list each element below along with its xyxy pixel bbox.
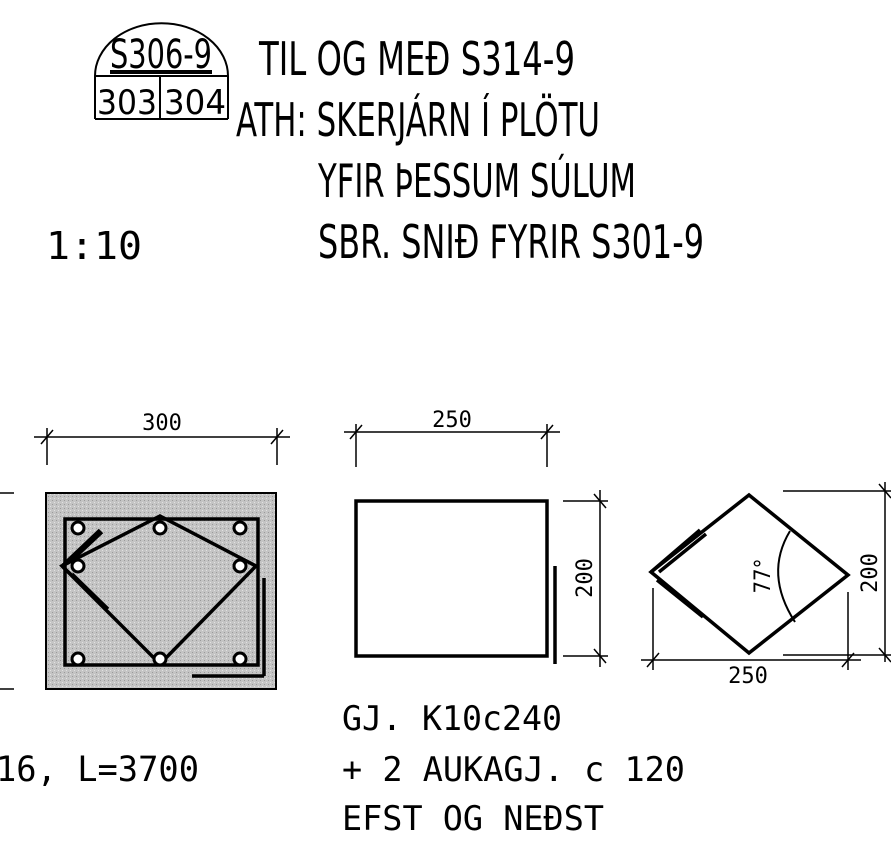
dim-200-label: 200	[573, 558, 598, 598]
stirrup-note-line-1: GJ. K10c240	[342, 699, 562, 739]
sheet-number-left: 303	[97, 83, 157, 123]
dim-250-top-label: 250	[432, 408, 472, 433]
title-block: S306-9 303 304 TIL OG MEÐ S314-9 ATH: SK…	[46, 22, 704, 269]
rebar-bot-left	[70, 651, 86, 667]
rebar-top-mid	[152, 520, 168, 536]
rect-stirrup	[354, 499, 549, 658]
dim-200-right-line	[783, 482, 891, 663]
dim-300-label: 300	[142, 411, 182, 436]
column-section: 300	[0, 411, 290, 790]
rebar-bot-right	[232, 651, 248, 667]
stirrup-note-line-3: EFST OG NEÐST	[342, 799, 604, 839]
note-line-4: SBR. SNIÐ FYRIR S301-9	[318, 215, 704, 269]
dim-left-partial	[0, 492, 14, 690]
note-line-3: YFIR ÞESSUM SÚLUM	[317, 154, 636, 208]
stirrup-note: GJ. K10c240 + 2 AUKAGJ. c 120 EFST OG NE…	[342, 699, 685, 839]
bar-note: 16, L=3700	[0, 750, 199, 790]
rebar-bot-mid	[152, 651, 168, 667]
dim-250-bottom-label: 250	[728, 664, 768, 689]
dim-200-line	[563, 490, 608, 667]
angle-arc	[777, 530, 796, 623]
dim-300-line	[34, 428, 290, 465]
section-marker	[94, 22, 229, 120]
dim-250-top-line	[344, 424, 560, 467]
diamond-stirrup	[648, 492, 851, 656]
rebar-mid-left	[70, 558, 86, 574]
rebar-top-left	[70, 520, 86, 536]
section-ref: S306-9	[110, 32, 212, 78]
dim-250-bottom-line	[641, 588, 861, 670]
rebar-mid-right	[232, 558, 248, 574]
scale-label: 1:10	[46, 224, 142, 268]
angle-label: 77°	[751, 558, 776, 593]
note-line-2: ATH: SKERJÁRN Í PLÖTU	[236, 93, 600, 147]
dim-200-right-label: 200	[858, 553, 883, 593]
stirrup-hooks	[68, 530, 266, 678]
rebar-top-right	[232, 520, 248, 536]
note-line-1: TIL OG MEÐ S314-9	[258, 32, 575, 86]
sheet-number-right: 304	[164, 83, 226, 123]
rect-stirrup-detail: 250 200	[344, 408, 608, 667]
rebar-circles	[70, 520, 248, 667]
diamond-stirrup-detail: 77° 200 250	[641, 482, 891, 689]
stirrup-note-line-2: + 2 AUKAGJ. c 120	[342, 750, 685, 790]
